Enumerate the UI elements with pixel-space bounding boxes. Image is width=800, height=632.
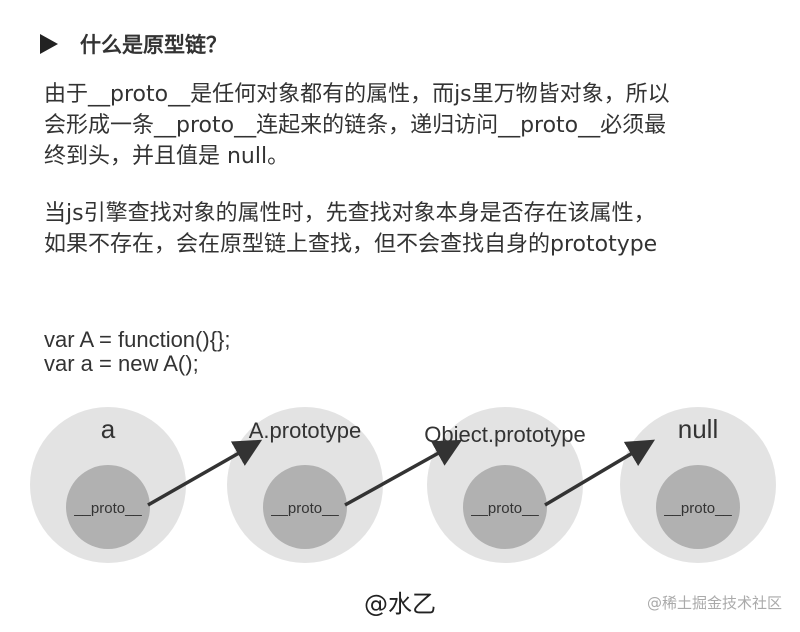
- paragraph-proto-chain: 由于__proto__是任何对象都有的属性，而js里万物皆对象，所以 会形成一条…: [44, 79, 764, 172]
- paragraph-line: 终到头，并且值是 null。: [44, 144, 290, 169]
- proto-label: __proto__: [470, 500, 539, 517]
- proto-link-arrow: [544, 439, 656, 507]
- node-inner-circle: [66, 465, 150, 549]
- proto-label: __proto__: [270, 500, 339, 517]
- paragraph-line: 当js引擎查找对象的属性时，先查找对象本身是否存在该属性，: [44, 201, 656, 226]
- section-heading: 什么是原型链？: [40, 24, 227, 64]
- proto-label: __proto__: [73, 500, 142, 517]
- watermark: @稀土掘金技术社区: [646, 594, 782, 612]
- paragraph-line: 如果不存在，会在原型链上查找，但不会查找自身的prototype: [44, 232, 658, 257]
- node-inner-circle: [656, 465, 740, 549]
- paragraph-line: 由于__proto__是任何对象都有的属性，而js里万物皆对象，所以: [44, 82, 670, 107]
- heading-title: 什么是原型链？: [80, 33, 227, 57]
- paragraph-lookup: 当js引擎查找对象的属性时，先查找对象本身是否存在该属性， 如果不存在，会在原型…: [44, 198, 764, 260]
- chain-node: Object.prototype __proto__: [424, 407, 586, 563]
- node-label: Object.prototype: [424, 422, 585, 447]
- paragraph-line: 会形成一条__proto__连起来的链条，递归访问__proto__必须最: [44, 113, 667, 138]
- node-inner-circle: [263, 465, 347, 549]
- code-snippet: var A = function(){}; var a = new A();: [44, 328, 231, 376]
- code-line: var A = function(){};: [44, 327, 231, 352]
- proto-link-arrow: [147, 439, 263, 507]
- node-label: a: [101, 414, 116, 444]
- chain-node: A.prototype __proto__: [227, 407, 383, 563]
- chain-node: a __proto__: [30, 407, 186, 563]
- node-inner-circle: [463, 465, 547, 549]
- node-label: null: [678, 414, 718, 444]
- triangle-right-icon: [40, 34, 58, 54]
- node-label: A.prototype: [249, 418, 362, 443]
- author-credit: @水乙: [364, 590, 436, 618]
- proto-label: __proto__: [663, 500, 732, 517]
- chain-node: null __proto__: [620, 407, 776, 563]
- prototype-chain-diagram: a__proto__A.prototype__proto__Object.pro…: [30, 407, 776, 563]
- code-line: var a = new A();: [44, 351, 199, 376]
- proto-link-arrow: [344, 439, 463, 507]
